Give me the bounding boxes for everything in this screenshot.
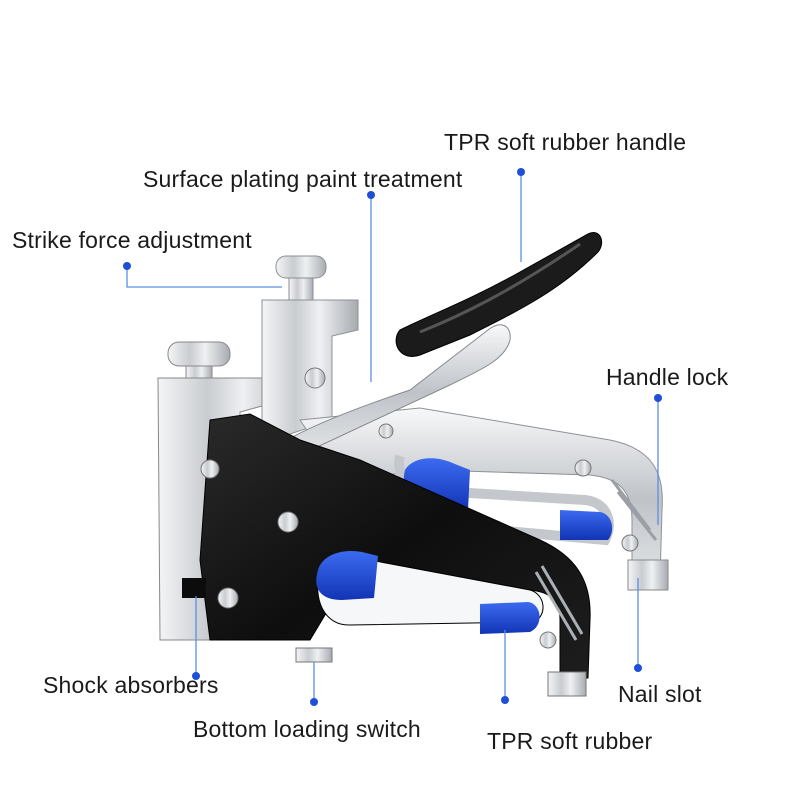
label-bottom-loading-switch: Bottom loading switch [193,716,421,742]
leader-dot [654,394,662,402]
leader-strike [126,266,282,288]
leader-dot [310,698,318,706]
front-rivet [200,459,220,479]
label-tpr-soft-rubber-handle: TPR soft rubber handle [444,129,687,155]
tpr-rubber-handle-highlight [419,242,581,334]
leader-dot [367,191,375,199]
front-adjust-knob-cap [167,341,231,367]
label-handle-lock: Handle lock [606,364,729,390]
back-rivet [621,534,639,552]
leader-dot [192,672,200,680]
back-blue-grip-bottom [560,510,613,540]
leader-lines [126,172,659,702]
front-rivet [539,631,557,649]
leader-dots [123,168,662,706]
bottom-loading-switch [295,647,333,663]
label-surface-plating: Surface plating paint treatment [143,166,463,192]
leader-dot [634,664,642,672]
label-strike-force-adjustment: Strike force adjustment [12,227,252,253]
back-rivet [574,459,592,477]
back-rivet [378,423,394,439]
front-blue-grip-top [316,550,378,600]
front-nail-tip [547,671,587,697]
label-tpr-soft-rubber: TPR soft rubber [487,728,653,754]
label-shock-absorbers: Shock absorbers [43,672,219,698]
back-adjust-knob-cap [275,255,327,279]
back-handle-lock-spring [610,479,658,541]
front-stapler [157,341,591,697]
leader-dot [123,262,131,270]
front-rivet [277,511,299,533]
leader-dot [501,696,509,704]
front-handle-lock-spring [534,565,584,641]
label-nail-slot: Nail slot [618,681,702,707]
front-rivet [217,587,239,609]
front-blue-grip-bottom [480,602,540,634]
back-nail-slot [627,559,669,591]
back-rivet [304,367,326,389]
shock-absorber-block [182,578,206,598]
leader-dot [517,168,525,176]
